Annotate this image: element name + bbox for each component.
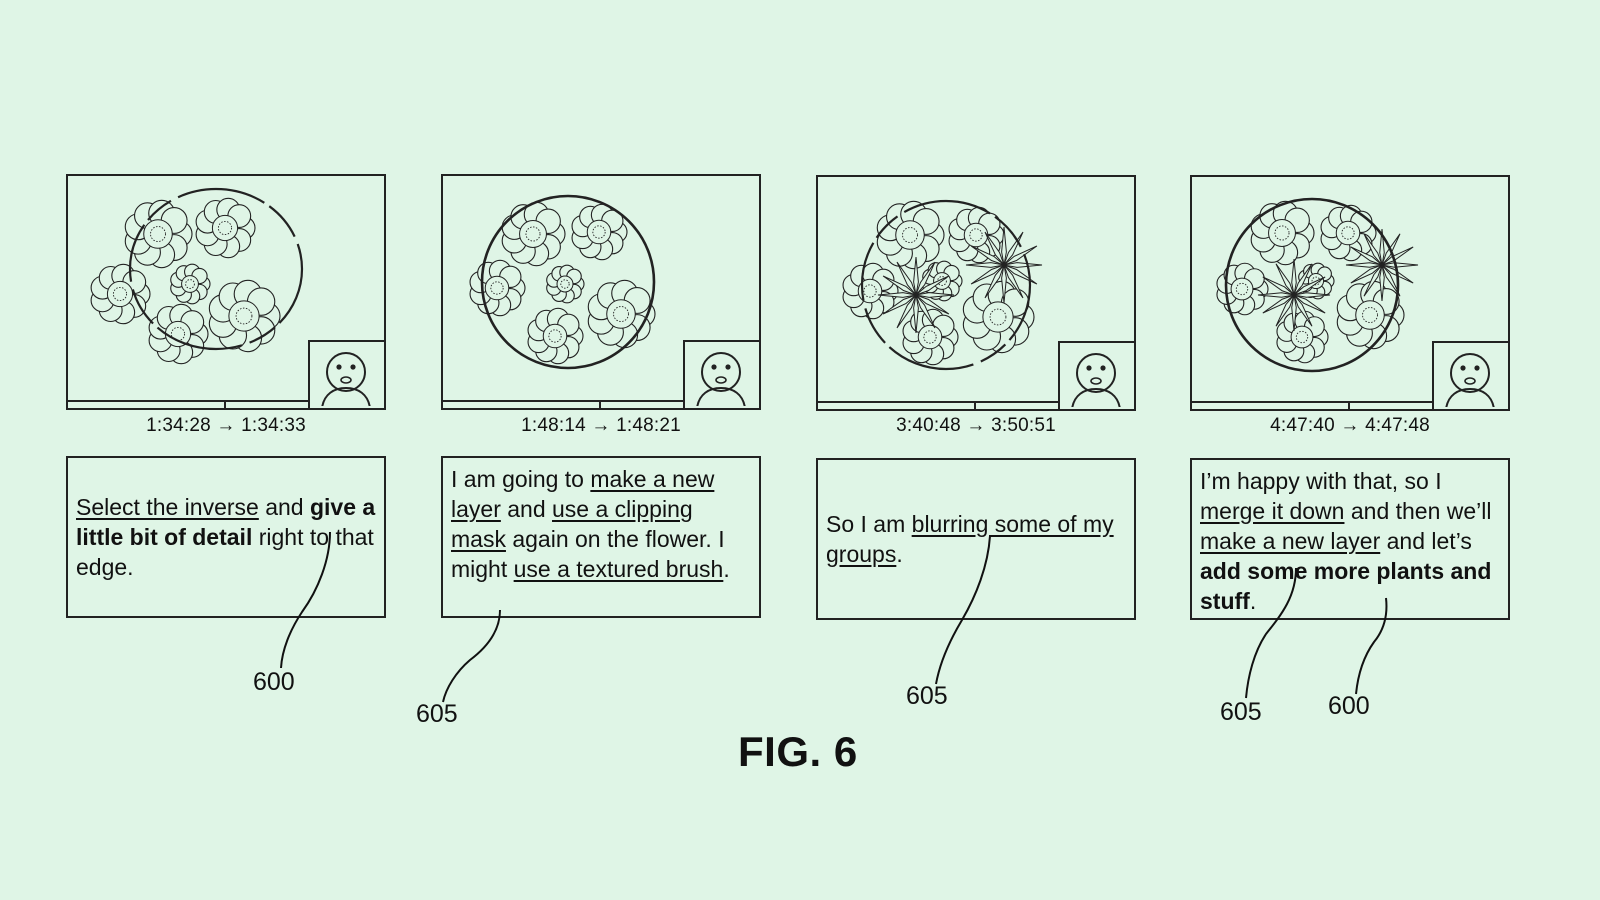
- leader-line-605-a: [442, 609, 501, 703]
- video-frame-2: [441, 174, 761, 410]
- flower-icon: [1276, 310, 1329, 364]
- caption-box-3: So I am blurring some of my groups.: [816, 458, 1136, 620]
- caption-run: .: [723, 556, 730, 582]
- progress-bar-1: [68, 400, 384, 402]
- caption-run: and let’s: [1380, 528, 1472, 554]
- caption-run: add some more plants and stuff: [1200, 558, 1492, 614]
- flower-icon: [546, 264, 585, 304]
- timecode-3: 3:40:48 → 3:50:51: [896, 415, 1056, 436]
- caption-box-4: I’m happy with that, so I merge it down …: [1190, 458, 1510, 620]
- flower-icon: [1250, 200, 1315, 266]
- webcam-face-icon: [1071, 353, 1121, 410]
- reference-numeral-605-a: 605: [416, 700, 458, 728]
- progress-bar-2: [443, 400, 759, 402]
- artwork-canvas-4: [1216, 197, 1419, 373]
- flower-icon: [571, 203, 628, 261]
- flower-icon: [1336, 280, 1405, 350]
- flower-icon: [148, 303, 209, 365]
- webcam-inset-1: [308, 340, 384, 409]
- progress-knob-1: [224, 400, 226, 408]
- progress-knob-4: [1348, 401, 1350, 409]
- artwork-canvas-3: [842, 199, 1043, 371]
- caption-run: and then we’ll: [1344, 498, 1492, 524]
- caption-run: use a clipping mask: [451, 496, 693, 552]
- video-frame-4: [1190, 175, 1510, 411]
- flower-icon: [469, 259, 526, 317]
- webcam-inset-4: [1432, 341, 1508, 410]
- flower-icon: [842, 262, 899, 320]
- video-frame-1: [66, 174, 386, 410]
- webcam-face-icon: [321, 352, 371, 409]
- flower-icon: [1216, 262, 1269, 316]
- caption-run: I’m happy with that, so I: [1200, 468, 1442, 494]
- dashed-circle-selection-icon: [860, 199, 1032, 371]
- caption-box-2: I am going to make a new layer and use a…: [441, 456, 761, 618]
- flower-icon: [124, 199, 193, 269]
- flower-icon: [501, 201, 566, 267]
- flower-icon: [1320, 204, 1377, 262]
- caption-run: .: [896, 541, 903, 567]
- timecode-2: 1:48:14 → 1:48:21: [521, 415, 681, 436]
- dashed-circle-selection-icon: [128, 187, 304, 351]
- caption-run: make a new layer: [451, 466, 715, 522]
- caption-text-4: I’m happy with that, so I merge it down …: [1200, 466, 1500, 616]
- figure-label: FIG. 6: [738, 728, 858, 775]
- artwork-canvas-1: [90, 187, 304, 365]
- caption-run: blurring some of my groups: [826, 511, 1114, 567]
- caption-run: give a little bit of detail: [76, 494, 376, 550]
- solid-circle-icon: [480, 194, 656, 370]
- plant-icon: [965, 226, 1043, 304]
- caption-run: and: [500, 496, 553, 522]
- caption-box-1: Select the inverse and give a little bit…: [66, 456, 386, 618]
- caption-run: Select the inverse: [76, 494, 259, 520]
- caption-run: So I am: [826, 511, 912, 537]
- plant-icon: [877, 256, 955, 334]
- progress-bar-3: [818, 401, 1134, 403]
- reference-numeral-600-b: 600: [1328, 692, 1370, 720]
- reference-numeral-600-a: 600: [253, 668, 295, 696]
- artwork-canvas-2: [469, 194, 656, 370]
- video-frame-3: [816, 175, 1136, 411]
- flower-icon: [876, 200, 945, 270]
- progress-knob-2: [599, 400, 601, 408]
- webcam-inset-2: [683, 340, 759, 409]
- flower-icon: [90, 263, 151, 325]
- caption-run: .: [1249, 588, 1257, 614]
- caption-run: again on the flower. I might: [451, 526, 725, 582]
- progress-knob-3: [974, 401, 976, 409]
- flower-icon: [902, 308, 959, 366]
- plant-icon: [1257, 258, 1331, 332]
- timecode-1: 1:34:28 → 1:34:33: [146, 415, 306, 436]
- reference-numeral-605-b: 605: [906, 682, 948, 710]
- caption-run: make a new layer: [1200, 528, 1381, 554]
- caption-run: use a textured brush: [513, 556, 724, 582]
- webcam-face-icon: [1445, 353, 1495, 410]
- reference-numeral-605-c: 605: [1220, 698, 1262, 726]
- timecode-4: 4:47:40 → 4:47:48: [1270, 415, 1430, 436]
- flower-icon: [208, 279, 281, 353]
- caption-run: and: [258, 494, 310, 520]
- webcam-face-icon: [696, 352, 746, 409]
- solid-circle-icon: [1224, 197, 1400, 373]
- flower-icon: [587, 279, 656, 349]
- flower-icon: [527, 307, 584, 365]
- flower-icon: [195, 197, 256, 259]
- webcam-inset-3: [1058, 341, 1134, 410]
- caption-text-1: Select the inverse and give a little bit…: [76, 492, 376, 582]
- flower-icon: [170, 263, 211, 305]
- caption-run: merge it down: [1200, 498, 1345, 524]
- caption-text-3: So I am blurring some of my groups.: [826, 509, 1126, 569]
- caption-run: I am going to: [451, 466, 591, 492]
- caption-text-2: I am going to make a new layer and use a…: [451, 464, 751, 584]
- progress-bar-4: [1192, 401, 1508, 403]
